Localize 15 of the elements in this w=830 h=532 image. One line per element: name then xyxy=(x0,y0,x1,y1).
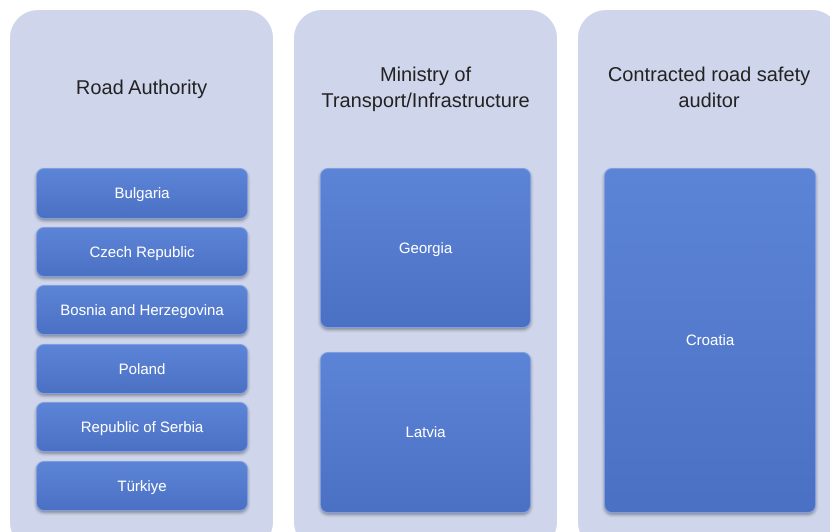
country-box: Türkiye xyxy=(36,461,248,511)
column-panel xyxy=(10,10,273,532)
country-box: Bosnia and Herzegovina xyxy=(36,285,248,335)
column-heading: Ministry of Transport/Infrastructure xyxy=(320,63,531,114)
column-panel xyxy=(294,10,557,532)
country-box: Czech Republic xyxy=(36,227,248,277)
column-heading: Contracted road safety auditor xyxy=(606,63,812,114)
country-box: Republic of Serbia xyxy=(36,402,248,452)
country-box: Latvia xyxy=(320,352,531,513)
column-heading: Road Authority xyxy=(74,76,208,101)
country-box: Poland xyxy=(36,344,248,394)
country-box: Georgia xyxy=(320,168,531,328)
country-box: Croatia xyxy=(604,168,816,513)
column-panel xyxy=(578,10,830,532)
country-box: Bulgaria xyxy=(36,168,248,219)
